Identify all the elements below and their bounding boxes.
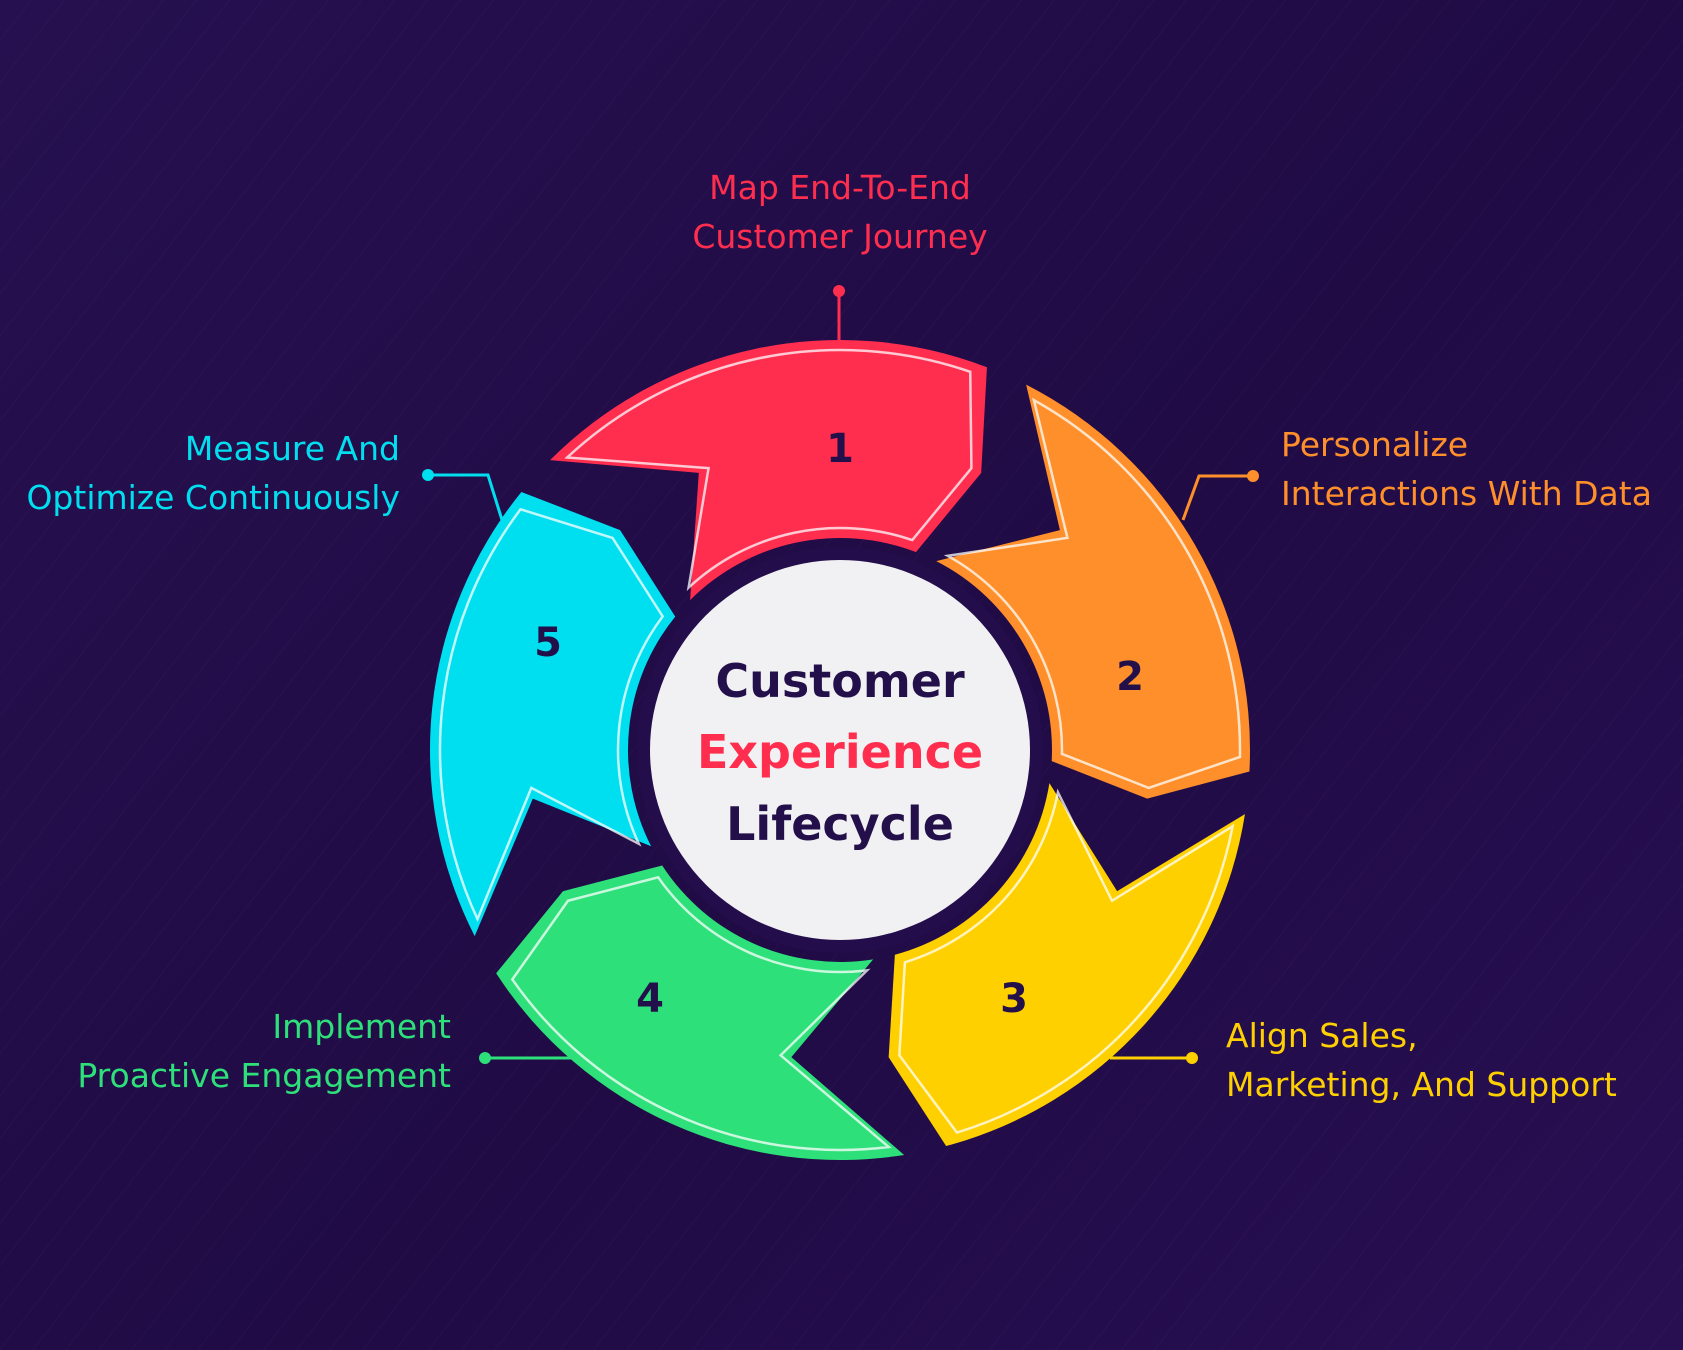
step-1-label-line2: Customer Journey — [692, 217, 988, 256]
segments-group — [429, 340, 1250, 1160]
segment-step-3 — [888, 783, 1245, 1147]
segment-step-1-outline — [564, 348, 973, 592]
segment-step-4 — [496, 865, 905, 1160]
connector-step-5 — [422, 469, 504, 521]
step-2-label-line1: Personalize — [1281, 425, 1469, 464]
connector-step-2 — [1181, 470, 1259, 521]
step-3-label-line1: Align Sales, — [1226, 1016, 1418, 1055]
step-5-label-line2: Optimize Continuously — [26, 478, 400, 517]
segment-step-2 — [936, 384, 1250, 799]
center-title-line1: Customer — [715, 654, 965, 708]
segment-step-1-fill — [550, 340, 987, 601]
step-5-number: 5 — [534, 620, 562, 666]
step-3-label: Align Sales, Marketing, And Support — [1226, 1011, 1617, 1109]
center-circle — [650, 560, 1030, 940]
step-3-label-line2: Marketing, And Support — [1226, 1065, 1617, 1104]
center-title-line3: Lifecycle — [726, 797, 954, 851]
segment-step-5 — [429, 491, 676, 937]
connector-step-4 — [479, 1052, 572, 1064]
step-2-label-line2: Interactions With Data — [1281, 474, 1652, 513]
connector-step-3 — [1110, 1052, 1198, 1064]
segment-step-5-outline — [438, 507, 665, 923]
segment-step-2-outline — [943, 397, 1242, 790]
step-5-label-line1: Measure And — [184, 429, 400, 468]
segment-step-5-fill — [429, 491, 676, 937]
segment-step-4-outline — [510, 875, 892, 1152]
segment-step-1 — [550, 340, 987, 601]
step-4-number: 4 — [636, 976, 664, 1022]
step-3-number: 3 — [1000, 976, 1028, 1022]
step-4-label: Implement Proactive Engagement — [77, 1002, 451, 1100]
step-1-label: Map End-To-End Customer Journey — [690, 163, 990, 261]
step-2-label: Personalize Interactions With Data — [1281, 420, 1652, 518]
center-title-line2: Experience — [697, 725, 983, 779]
segment-step-4-fill — [496, 865, 905, 1160]
step-1-number: 1 — [826, 426, 854, 472]
connector-step-1 — [833, 285, 845, 344]
step-4-label-line1: Implement — [272, 1007, 451, 1046]
step-4-label-line2: Proactive Engagement — [77, 1056, 451, 1095]
segment-step-2-fill — [936, 384, 1250, 799]
step-5-label: Measure And Optimize Continuously — [26, 424, 400, 522]
step-2-number: 2 — [1116, 654, 1144, 700]
segment-step-3-outline — [898, 788, 1235, 1134]
step-1-label-line1: Map End-To-End — [709, 168, 971, 207]
